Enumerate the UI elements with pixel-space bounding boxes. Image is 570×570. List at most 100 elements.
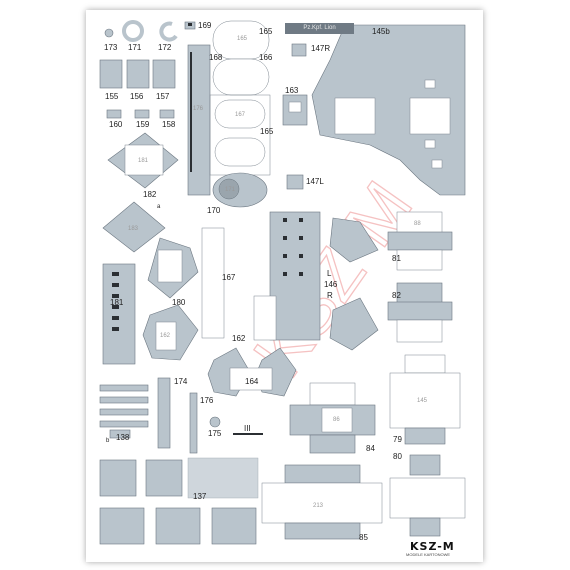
label-160: 160 <box>109 120 123 129</box>
part-138-box <box>109 429 131 439</box>
part-138-strip1 <box>99 384 149 392</box>
label-182: 182 <box>143 190 157 199</box>
part-145b-panel-a <box>334 97 376 135</box>
label-81: 81 <box>392 254 401 263</box>
label-156: 156 <box>130 92 144 101</box>
model-name-plate: Pz.Kpf. Lion <box>285 23 354 34</box>
label-157: 157 <box>156 92 170 101</box>
part-162-face <box>155 321 177 351</box>
part-80-bottom <box>409 517 441 537</box>
part-183 <box>102 201 166 253</box>
label-169: 169 <box>198 21 212 30</box>
brand-logo-subtitle: MODELE KARTONOWE <box>406 552 451 557</box>
part-181-mark1 <box>112 272 119 276</box>
label-85: 85 <box>359 533 368 542</box>
part-160 <box>106 109 122 119</box>
part-137-block2 <box>145 459 183 497</box>
part-center-dot6 <box>299 254 303 258</box>
part-80-mid <box>389 477 466 519</box>
label-168: 168 <box>209 53 223 62</box>
part-138-strip3 <box>99 408 149 416</box>
label-180: 180 <box>172 298 186 307</box>
part-137-block3 <box>99 507 145 545</box>
part-181-mark6 <box>112 327 119 331</box>
part-175 <box>209 416 221 428</box>
label-L: L <box>327 269 332 278</box>
label-a: a <box>157 204 161 210</box>
part-81-bottom <box>396 249 443 271</box>
part-176 <box>189 392 198 454</box>
label-roman-3: III <box>244 424 251 433</box>
label-166: 166 <box>259 53 273 62</box>
label-171: 171 <box>128 43 142 52</box>
part-81-mid <box>387 231 453 251</box>
label-79: 79 <box>393 435 402 444</box>
part-82-bottom <box>396 319 443 343</box>
part-213-mid <box>261 482 383 524</box>
part-181-mark4 <box>112 305 119 309</box>
part-182-center <box>124 144 164 176</box>
label-165a: 165 <box>259 27 273 36</box>
part-86-top <box>309 382 356 406</box>
part-156 <box>126 59 150 89</box>
part-center-dot5 <box>283 254 287 258</box>
label-137: 137 <box>193 492 207 501</box>
inner-181: 181 <box>138 158 149 164</box>
label-138: 138 <box>116 433 130 442</box>
part-163 <box>282 94 308 126</box>
label-159: 159 <box>136 120 150 129</box>
part-roman-underline <box>233 433 263 435</box>
part-center-window <box>253 295 277 341</box>
part-181-strip <box>102 263 136 365</box>
part-147R <box>291 43 307 57</box>
part-145b-mark-b <box>424 139 436 149</box>
label-165b: 165 <box>260 127 274 136</box>
label-176: 176 <box>200 396 214 405</box>
part-137-disc-area <box>187 457 259 499</box>
part-173 <box>104 28 114 38</box>
part-171-disc <box>218 178 240 200</box>
brand-logo: KSZ-M <box>410 540 455 553</box>
label-167: 167 <box>222 273 236 282</box>
part-138-strip4 <box>99 420 149 428</box>
part-174 <box>157 377 171 449</box>
inner-176: 176 <box>193 106 204 112</box>
part-79-bottom <box>404 427 446 445</box>
part-155 <box>99 59 123 89</box>
part-181-face <box>157 249 183 283</box>
inner-86: 86 <box>333 417 340 423</box>
label-145b: 145b <box>372 27 390 36</box>
part-147L <box>286 174 304 190</box>
part-138-strip2 <box>99 396 149 404</box>
part-center-dot3 <box>283 236 287 240</box>
label-155: 155 <box>105 92 119 101</box>
part-center-dot1 <box>283 218 287 222</box>
part-213-bottom <box>284 522 361 540</box>
part-168-line <box>190 52 192 172</box>
part-137-block5 <box>211 507 257 545</box>
label-147R: 147R <box>311 44 331 53</box>
inner-167: 167 <box>235 112 246 118</box>
part-159 <box>134 109 150 119</box>
part-center-dot8 <box>299 272 303 276</box>
label-174: 174 <box>174 377 188 386</box>
label-173: 173 <box>104 43 118 52</box>
label-164: 164 <box>245 377 259 386</box>
part-145b-mark-c <box>431 159 443 169</box>
label-84: 84 <box>366 444 375 453</box>
label-163: 163 <box>285 86 299 95</box>
part-86-window <box>321 407 353 433</box>
part-167-pad2 <box>214 137 266 167</box>
label-b: b <box>106 438 110 444</box>
part-82-mid <box>387 301 453 321</box>
inner-213: 213 <box>313 503 324 509</box>
part-146R <box>329 297 379 351</box>
part-79-top <box>404 354 446 374</box>
label-147L: 147L <box>306 177 324 186</box>
part-82-top <box>396 282 443 304</box>
label-158: 158 <box>162 120 176 129</box>
inner-162: 162 <box>160 333 171 339</box>
label-R: R <box>327 291 333 300</box>
part-171-ring <box>122 20 144 42</box>
